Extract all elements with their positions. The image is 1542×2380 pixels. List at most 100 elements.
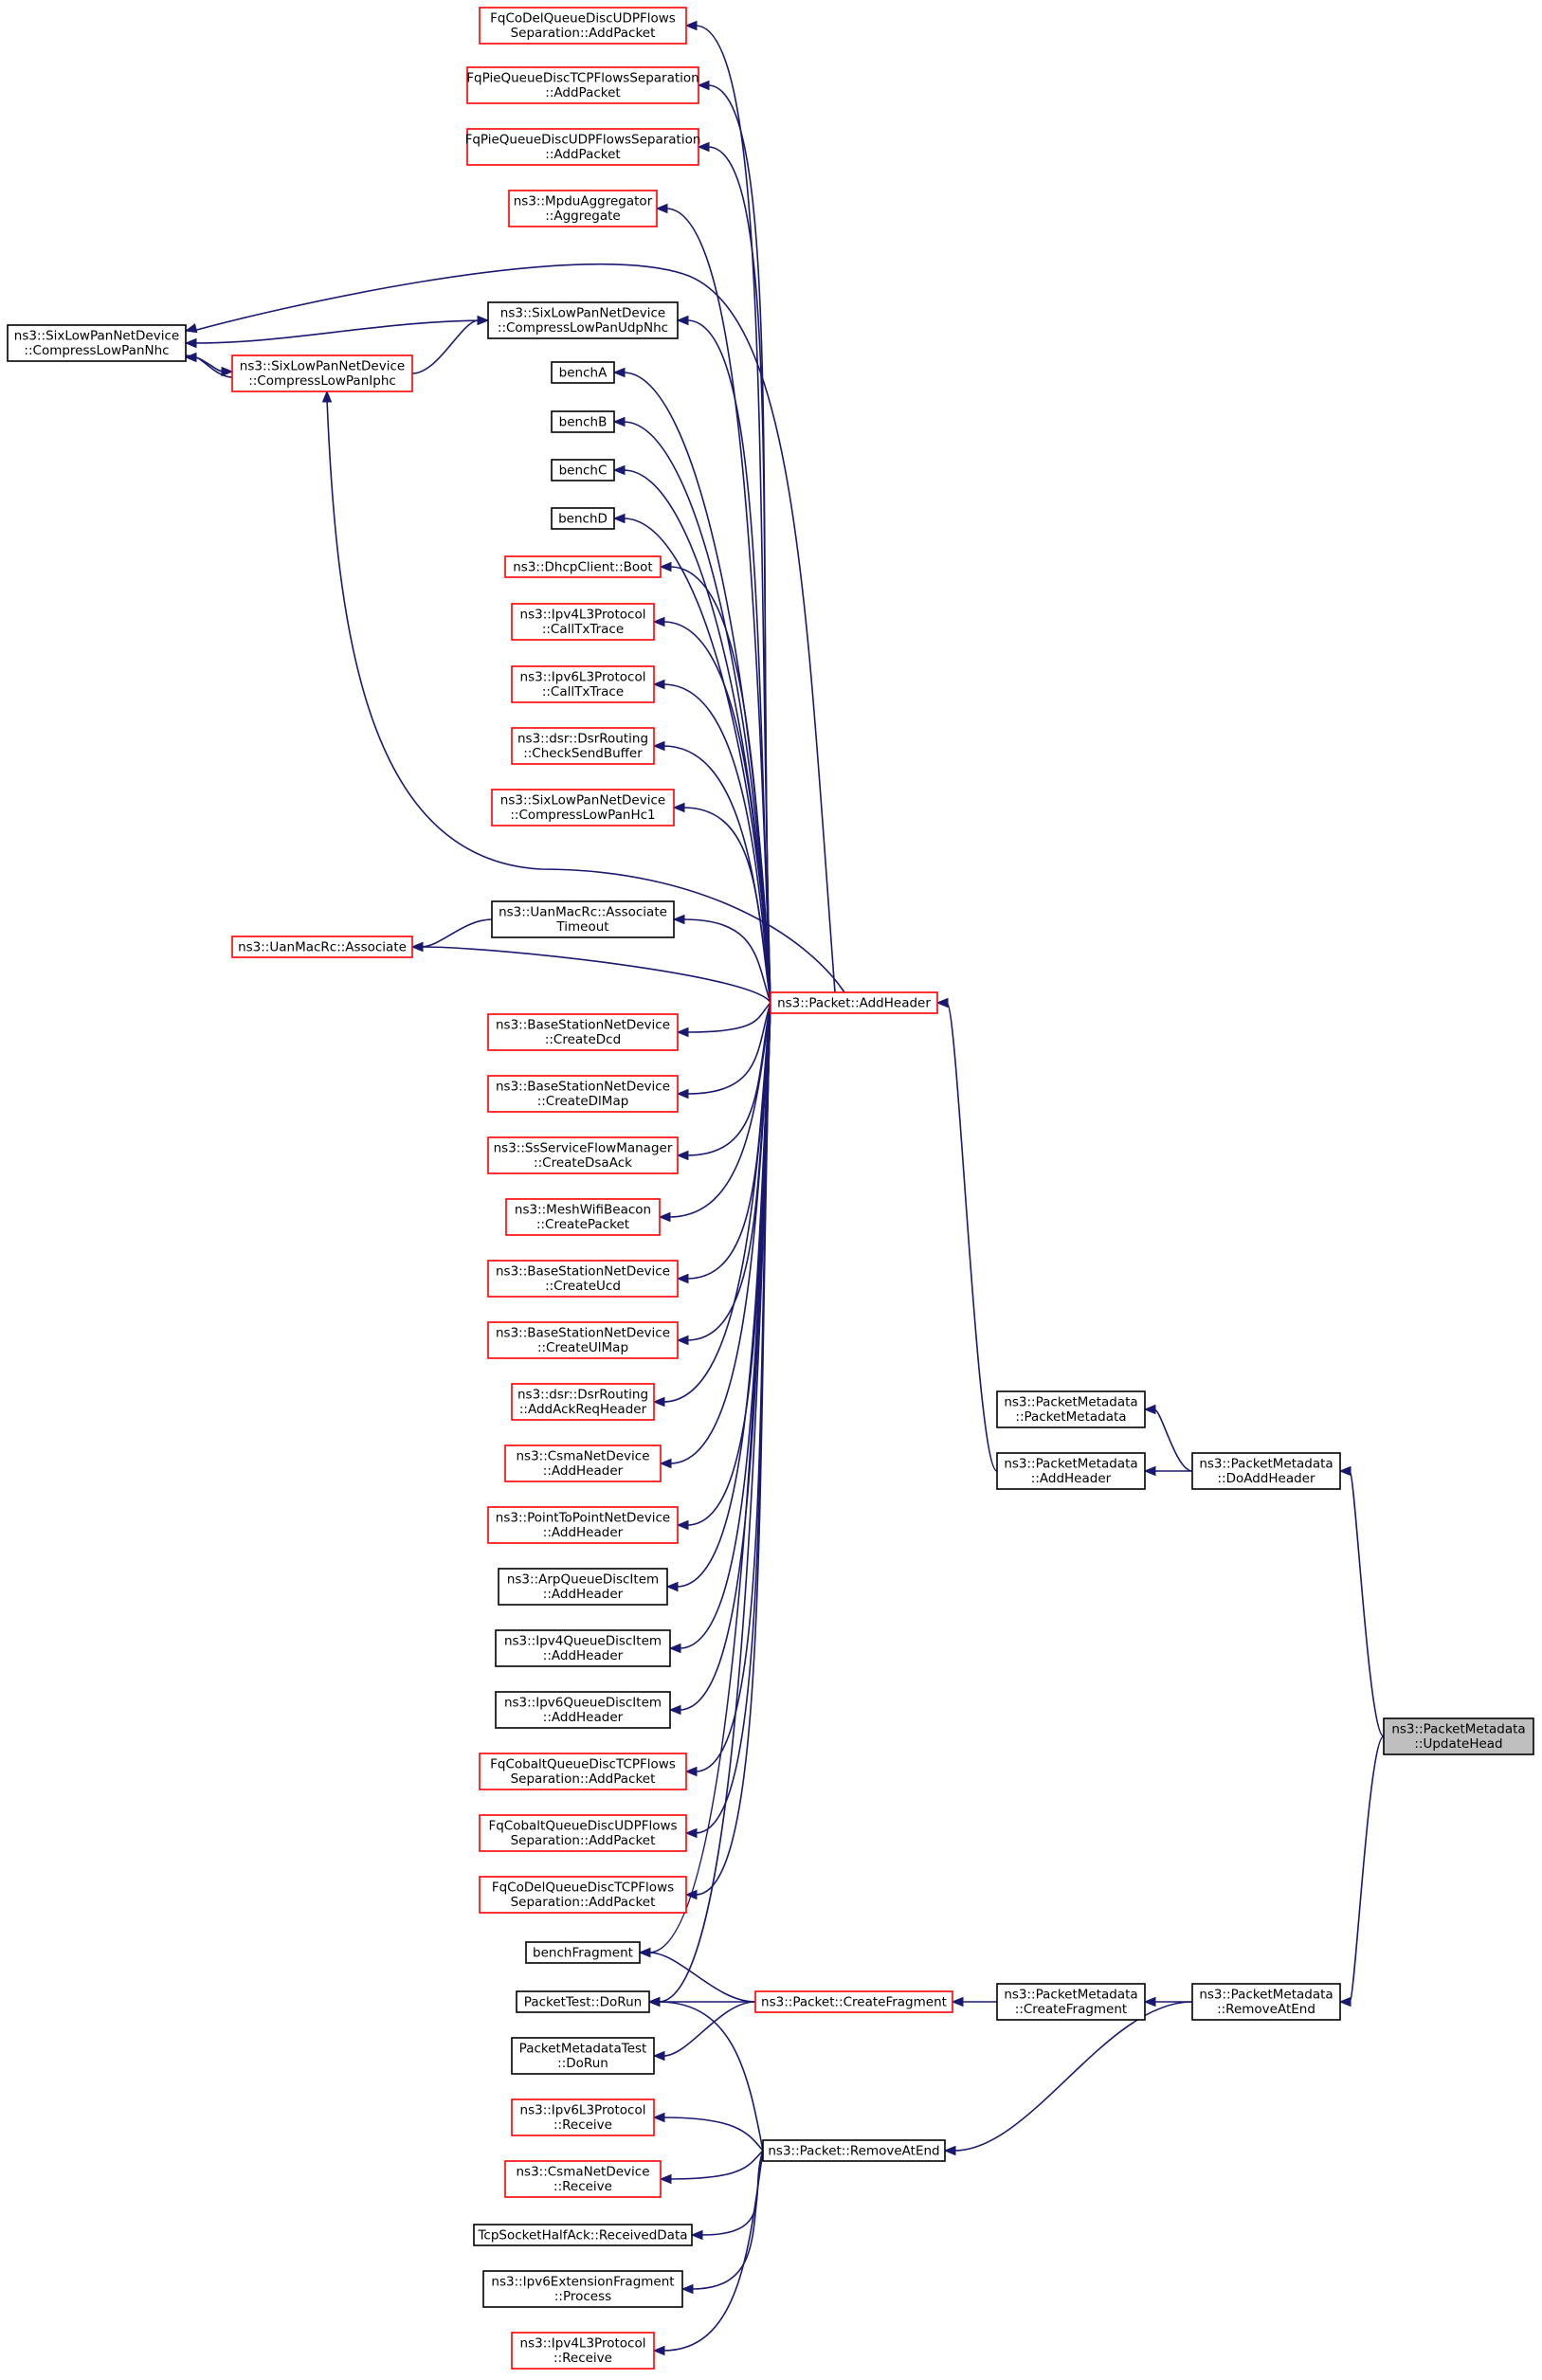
node-box[interactable] (466, 128, 699, 166)
node-bench-c[interactable]: benchC (551, 459, 615, 481)
node-box[interactable] (504, 1444, 662, 1482)
node-box[interactable] (487, 1075, 679, 1113)
node-box[interactable] (511, 1383, 655, 1421)
node-fqcodel-udp[interactable]: FqCoDelQueueDiscUDPFlowsSeparation::AddP… (479, 7, 687, 45)
node-box[interactable] (479, 1753, 687, 1790)
node-box[interactable] (754, 1990, 953, 2013)
node-packet-addheader[interactable]: ns3::Packet::AddHeader (770, 991, 938, 1014)
node-bench-d[interactable]: benchD (551, 507, 615, 530)
node-bench-b[interactable]: benchB (551, 410, 615, 433)
node-box[interactable] (482, 2270, 683, 2308)
node-box[interactable] (487, 301, 679, 339)
node-dsr-checksend[interactable]: ns3::dsr::DsrRouting::CheckSendBuffer (511, 727, 655, 765)
node-ipv4qdi-addheader[interactable]: ns3::Ipv4QueueDiscItem::AddHeader (495, 1629, 671, 1667)
node-pm-createfragment[interactable]: ns3::PacketMetadata::CreateFragment (996, 1983, 1146, 2021)
node-fqcobalt-udp[interactable]: FqCobaltQueueDiscUDPFlowsSeparation::Add… (479, 1814, 687, 1852)
node-box[interactable] (487, 1136, 679, 1174)
node-csma-addheader[interactable]: ns3::CsmaNetDevice::AddHeader (504, 1444, 662, 1482)
node-ipv4-calltx[interactable]: ns3::Ipv4L3Protocol::CallTxTrace (511, 603, 655, 641)
node-box[interactable] (504, 2160, 662, 2198)
node-box[interactable] (516, 1990, 650, 2013)
node-ss-createdsaack[interactable]: ns3::SsServiceFlowManager::CreateDsaAck (487, 1136, 679, 1174)
node-box[interactable] (466, 66, 699, 104)
node-box[interactable] (7, 324, 187, 362)
node-box[interactable] (525, 1941, 641, 1964)
node-packettest-dorun[interactable]: PacketTest::DoRun (516, 1990, 650, 2013)
node-box[interactable] (505, 1198, 661, 1236)
node-box[interactable] (504, 555, 662, 578)
node-packet-removeatend[interactable]: ns3::Packet::RemoveAtEnd (762, 2139, 946, 2162)
node-pmtest-dorun[interactable]: PacketMetadataTest::DoRun (511, 2037, 655, 2075)
node-box[interactable] (495, 1629, 671, 1667)
node-box[interactable] (508, 190, 658, 227)
node-box[interactable] (511, 2037, 655, 2075)
node-box[interactable] (487, 1013, 679, 1051)
node-bs-createdcd[interactable]: ns3::BaseStationNetDevice::CreateDcd (487, 1013, 679, 1051)
node-box[interactable] (551, 410, 615, 433)
node-box[interactable] (487, 1321, 679, 1359)
node-box[interactable] (511, 2332, 655, 2370)
node-box[interactable] (511, 727, 655, 765)
node-uan-assoc[interactable]: ns3::UanMacRc::Associate (231, 936, 413, 958)
node-box[interactable] (762, 2139, 946, 2162)
node-tcp-received[interactable]: TcpSocketHalfAck::ReceivedData (473, 2224, 693, 2246)
node-fqpie-tcp[interactable]: FqPieQueueDiscTCPFlowsSeparation::AddPac… (466, 66, 699, 104)
node-box[interactable] (770, 991, 938, 1014)
node-box[interactable] (511, 603, 655, 641)
node-box[interactable] (491, 900, 675, 938)
node-ipv4-receive[interactable]: ns3::Ipv4L3Protocol::Receive (511, 2332, 655, 2370)
node-pm-removeatend[interactable]: ns3::PacketMetadata::RemoveAtEnd (1191, 1983, 1341, 2021)
node-box[interactable] (1191, 1452, 1341, 1490)
node-p2p-addheader[interactable]: ns3::PointToPointNetDevice::AddHeader (487, 1506, 679, 1544)
node-box[interactable] (479, 1876, 687, 1914)
node-box[interactable] (551, 507, 615, 530)
node-compress-hc1[interactable]: ns3::SixLowPanNetDevice::CompressLowPanH… (491, 789, 675, 827)
node-bench-a[interactable]: benchA (551, 361, 615, 384)
node-bench-fragment[interactable]: benchFragment (525, 1941, 641, 1964)
node-box[interactable] (498, 1568, 668, 1606)
node-compress-nhc[interactable]: ns3::SixLowPanNetDevice::CompressLowPanN… (7, 324, 187, 362)
node-ipv6ext-process[interactable]: ns3::Ipv6ExtensionFragment::Process (482, 2270, 683, 2308)
node-compress-iphc[interactable]: ns3::SixLowPanNetDevice::CompressLowPanI… (231, 354, 413, 392)
node-ipv6qdi-addheader[interactable]: ns3::Ipv6QueueDiscItem::AddHeader (495, 1691, 671, 1729)
node-pm-addheader[interactable]: ns3::PacketMetadata::AddHeader (996, 1452, 1146, 1490)
node-pm-updatehead[interactable]: ns3::PacketMetadata::UpdateHead (1383, 1717, 1534, 1755)
node-ipv6-calltx[interactable]: ns3::Ipv6L3Protocol::CallTxTrace (511, 665, 655, 703)
node-box[interactable] (231, 936, 413, 958)
node-packet-createfragment[interactable]: ns3::Packet::CreateFragment (754, 1990, 953, 2013)
node-fqpie-udp[interactable]: FqPieQueueDiscUDPFlowsSeparation::AddPac… (465, 128, 701, 166)
node-pm-doaddheader[interactable]: ns3::PacketMetadata::DoAddHeader (1191, 1452, 1341, 1490)
node-box[interactable] (996, 1452, 1146, 1490)
node-bs-createucd[interactable]: ns3::BaseStationNetDevice::CreateUcd (487, 1260, 679, 1298)
node-pm-packetmetadata[interactable]: ns3::PacketMetadata::PacketMetadata (996, 1390, 1146, 1428)
node-bs-createulmap[interactable]: ns3::BaseStationNetDevice::CreateUlMap (487, 1321, 679, 1359)
node-ipv6-receive[interactable]: ns3::Ipv6L3Protocol::Receive (511, 2098, 655, 2136)
node-box[interactable] (511, 2098, 655, 2136)
node-bs-createdlmap[interactable]: ns3::BaseStationNetDevice::CreateDlMap (487, 1075, 679, 1113)
node-dhcp-boot[interactable]: ns3::DhcpClient::Boot (504, 555, 662, 578)
node-csma-receive[interactable]: ns3::CsmaNetDevice::Receive (504, 2160, 662, 2198)
node-compress-udpnhc[interactable]: ns3::SixLowPanNetDevice::CompressLowPanU… (487, 301, 679, 339)
node-box[interactable] (491, 789, 675, 827)
node-box[interactable] (487, 1260, 679, 1298)
node-box[interactable] (511, 665, 655, 703)
node-mesh-createpacket[interactable]: ns3::MeshWifiBeacon::CreatePacket (505, 1198, 661, 1236)
node-box[interactable] (495, 1691, 671, 1729)
node-box[interactable] (479, 7, 687, 45)
node-box[interactable] (479, 1814, 687, 1852)
node-arp-addheader[interactable]: ns3::ArpQueueDiscItem::AddHeader (498, 1568, 668, 1606)
node-box[interactable] (473, 2224, 693, 2246)
node-box[interactable] (551, 459, 615, 481)
node-box[interactable] (1383, 1717, 1534, 1755)
node-fqcodel-tcp[interactable]: FqCoDelQueueDiscTCPFlowsSeparation::AddP… (479, 1876, 687, 1914)
node-mpdu-aggregate[interactable]: ns3::MpduAggregator::Aggregate (508, 190, 658, 227)
node-box[interactable] (996, 1390, 1146, 1428)
node-box[interactable] (996, 1983, 1146, 2021)
node-dsr-addackreq[interactable]: ns3::dsr::DsrRouting::AddAckReqHeader (511, 1383, 655, 1421)
node-box[interactable] (1191, 1983, 1341, 2021)
node-fqcobalt-tcp[interactable]: FqCobaltQueueDiscTCPFlowsSeparation::Add… (479, 1753, 687, 1790)
node-box[interactable] (487, 1506, 679, 1544)
node-box[interactable] (551, 361, 615, 384)
node-box[interactable] (231, 354, 413, 392)
